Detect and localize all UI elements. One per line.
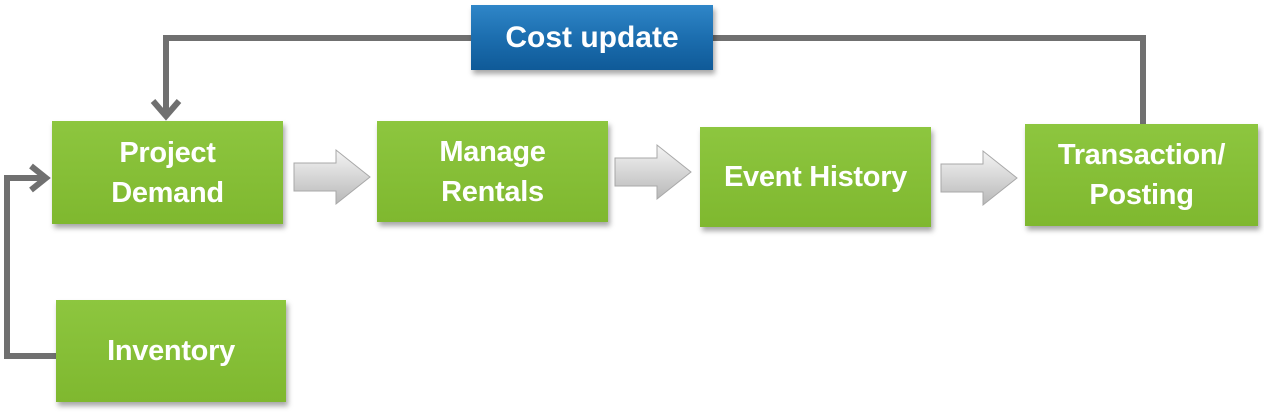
node-project-demand-label: Project Demand bbox=[111, 136, 224, 209]
node-event-history: Event History bbox=[700, 127, 931, 227]
node-event-history-label: Event History bbox=[723, 161, 908, 193]
node-inventory-label: Inventory bbox=[107, 335, 235, 367]
cost-update-return-line bbox=[163, 35, 471, 115]
node-inventory: Inventory bbox=[56, 300, 286, 402]
node-project-demand: Project Demand bbox=[52, 121, 283, 224]
flow-arrow-rentals-to-history bbox=[614, 143, 692, 201]
flow-arrow-history-to-posting bbox=[940, 149, 1018, 207]
node-transaction-posting-label: Transaction/ Posting bbox=[1057, 139, 1226, 211]
node-manage-rentals: Manage Rentals bbox=[377, 121, 608, 222]
cost-update-arrowhead bbox=[150, 99, 182, 121]
node-transaction-posting: Transaction/ Posting bbox=[1025, 124, 1258, 226]
cost-update-box: Cost update bbox=[471, 5, 713, 70]
inventory-connector-line bbox=[4, 175, 56, 359]
cost-update-label: Cost update bbox=[505, 20, 679, 54]
inventory-arrowhead bbox=[29, 163, 51, 193]
flow-arrow-demand-to-rentals bbox=[293, 148, 371, 206]
cost-update-connector-line bbox=[713, 35, 1146, 128]
node-manage-rentals-label: Manage Rentals bbox=[439, 135, 546, 208]
